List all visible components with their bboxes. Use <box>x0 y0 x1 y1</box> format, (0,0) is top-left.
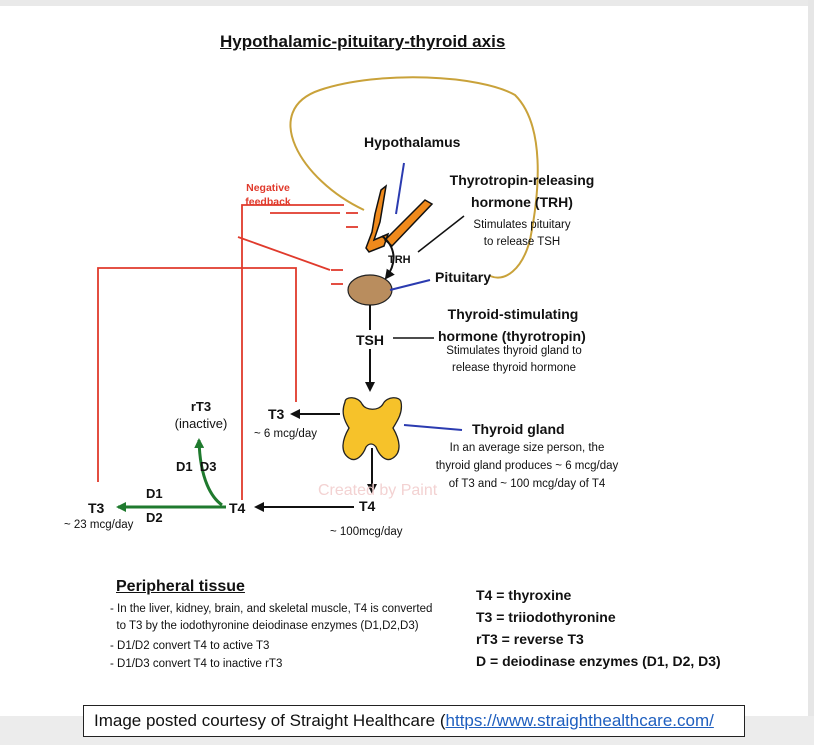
trh-arrow <box>381 235 395 280</box>
tsh-desc-line-1: Stimulates thyroid gland to <box>446 345 582 357</box>
thyroid-gland-shape <box>342 397 403 461</box>
thyroid-desc-line-3: of T3 and ~ 100 mcg/day of T4 <box>448 478 606 490</box>
tsh-title-line-1: Thyroid-stimulating <box>447 306 579 322</box>
trh-title-line-1: Thyrotropin-releasing <box>449 172 595 188</box>
thyroid-gland-label: Thyroid gland <box>472 421 565 437</box>
trh-desc-line-2: to release TSH <box>483 236 561 248</box>
legend-deiodinase: D = deiodinase enzymes (D1, D2, D3) <box>476 653 721 669</box>
credit-text: Image posted courtesy of Straight Health… <box>94 711 446 730</box>
peripheral-line-2: to T3 by the iodothyronine deiodinase en… <box>110 620 419 632</box>
hypothalamus-label: Hypothalamus <box>364 134 461 150</box>
d1-label: D1 <box>146 486 163 501</box>
legend-t4: T4 = thyroxine <box>476 587 572 603</box>
d1-d3-label: D1 D3 <box>176 459 217 474</box>
tsh-title-line-2: hormone (thyrotropin) <box>438 328 586 344</box>
pituitary-pointer-line <box>389 279 431 291</box>
hypothalamus-shape <box>365 184 390 253</box>
peripheral-line-3: - D1/D2 convert T4 to active T3 <box>110 640 270 652</box>
thyroid-desc-line-2: thyroid gland produces ~ 6 mcg/day <box>435 460 619 472</box>
thyroid-pointer-line <box>403 424 463 431</box>
peripheral-line-1: - In the liver, kidney, brain, and skele… <box>110 603 433 615</box>
trh-short-label: TRH <box>388 254 411 266</box>
watermark-text: Created by Paint <box>318 482 438 499</box>
feedback-line-2 <box>241 204 344 500</box>
credit-link[interactable]: https://www.straighthealthcare.com/ <box>445 711 714 730</box>
feedback-line-4 <box>97 267 297 482</box>
peripheral-tissue-heading: Peripheral tissue <box>116 578 245 595</box>
tsh-desc-line-2: release thyroid hormone <box>451 362 576 374</box>
tsh-short-label: TSH <box>356 332 384 348</box>
hypothalamus-pointer-line <box>395 162 405 215</box>
legend-rt3: rT3 = reverse T3 <box>476 631 584 647</box>
peripheral-t3-label: T3 <box>88 500 105 516</box>
center-t4-label: T4 <box>359 498 376 514</box>
thyroid-desc-line-1: In an average size person, the <box>449 442 605 454</box>
rt3-inactive-label: (inactive) <box>174 416 228 431</box>
trh-desc-line-1: Stimulates pituitary <box>473 219 571 231</box>
peripheral-line-4: - D1/D3 convert T4 to inactive rT3 <box>110 658 283 670</box>
gland-t3-label: T3 <box>268 406 285 422</box>
window-top-edge <box>0 0 814 6</box>
t4-to-rt3-conversion-arrow <box>194 438 223 507</box>
rt3-label: rT3 <box>190 399 212 414</box>
negative-feedback-label-1: Negative <box>246 182 290 194</box>
feedback-line-3 <box>237 236 331 271</box>
legend-t3: T3 = triiodothyronine <box>476 609 616 625</box>
pituitary-label: Pituitary <box>435 269 492 285</box>
credit-box: Image posted courtesy of Straight Health… <box>83 705 745 737</box>
window-right-edge <box>808 0 814 745</box>
pituitary-shape <box>347 274 393 306</box>
peripheral-t4-label: T4 <box>229 500 246 516</box>
peripheral-t3-rate: ~ 23 mcg/day <box>64 519 134 531</box>
feedback-loop-curve <box>289 76 539 279</box>
trh-title-line-2: hormone (TRH) <box>471 194 573 210</box>
gland-t3-rate: ~ 6 mcg/day <box>254 428 317 440</box>
trh-desc-pointer-line <box>417 215 465 253</box>
d2-label: D2 <box>146 510 163 525</box>
hypothalamus-arm <box>383 199 434 248</box>
negative-feedback-label-2: feedback <box>245 196 291 208</box>
center-t4-rate: ~ 100mcg/day <box>330 526 403 538</box>
page-title: Hypothalamic-pituitary-thyroid axis <box>220 32 506 51</box>
